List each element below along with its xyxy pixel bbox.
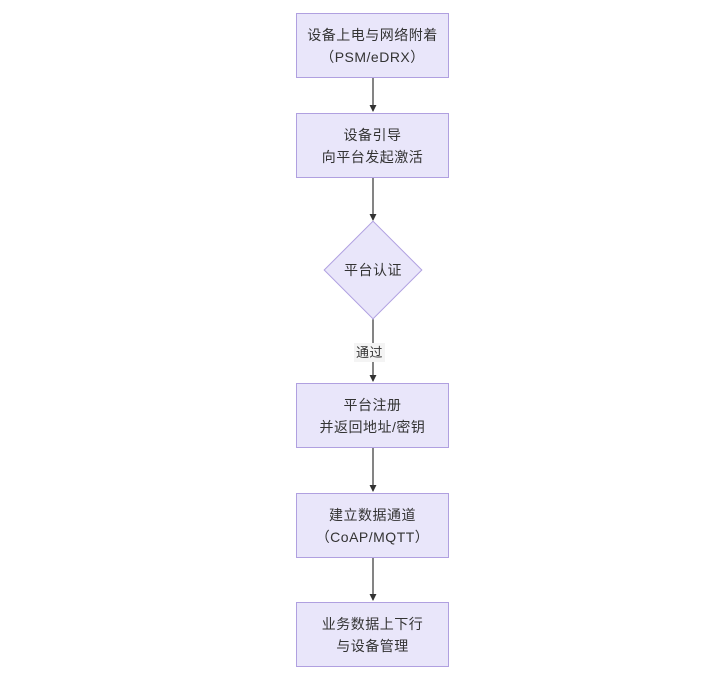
node-platform-register[interactable]: 平台注册 并返回地址/密钥 bbox=[296, 383, 449, 448]
node-platform-register-line1: 平台注册 bbox=[343, 396, 402, 413]
node-data-channel[interactable]: 建立数据通道 （CoAP/MQTT） bbox=[296, 493, 449, 558]
node-business-data-line1: 业务数据上下行 bbox=[321, 615, 424, 632]
node-data-channel-line1: 建立数据通道 bbox=[329, 506, 416, 523]
node-platform-register-line2: 并返回地址/密钥 bbox=[319, 418, 426, 435]
node-data-channel-line2: （CoAP/MQTT） bbox=[315, 528, 430, 545]
node-power-on-line1: 设备上电与网络附着 bbox=[307, 26, 438, 43]
node-bootstrap-line1: 设备引导 bbox=[343, 126, 402, 143]
node-platform-auth[interactable]: 平台认证 bbox=[323, 220, 423, 320]
node-bootstrap[interactable]: 设备引导 向平台发起激活 bbox=[296, 113, 449, 178]
edge-label-pass: 通过 bbox=[354, 343, 386, 362]
node-business-data-line2: 与设备管理 bbox=[336, 637, 409, 654]
node-business-data[interactable]: 业务数据上下行 与设备管理 bbox=[296, 602, 449, 667]
node-power-on-line2: （PSM/eDRX） bbox=[320, 48, 425, 65]
node-power-on[interactable]: 设备上电与网络附着 （PSM/eDRX） bbox=[296, 13, 449, 78]
node-platform-auth-label: 平台认证 bbox=[344, 262, 402, 278]
node-bootstrap-line2: 向平台发起激活 bbox=[321, 148, 424, 165]
